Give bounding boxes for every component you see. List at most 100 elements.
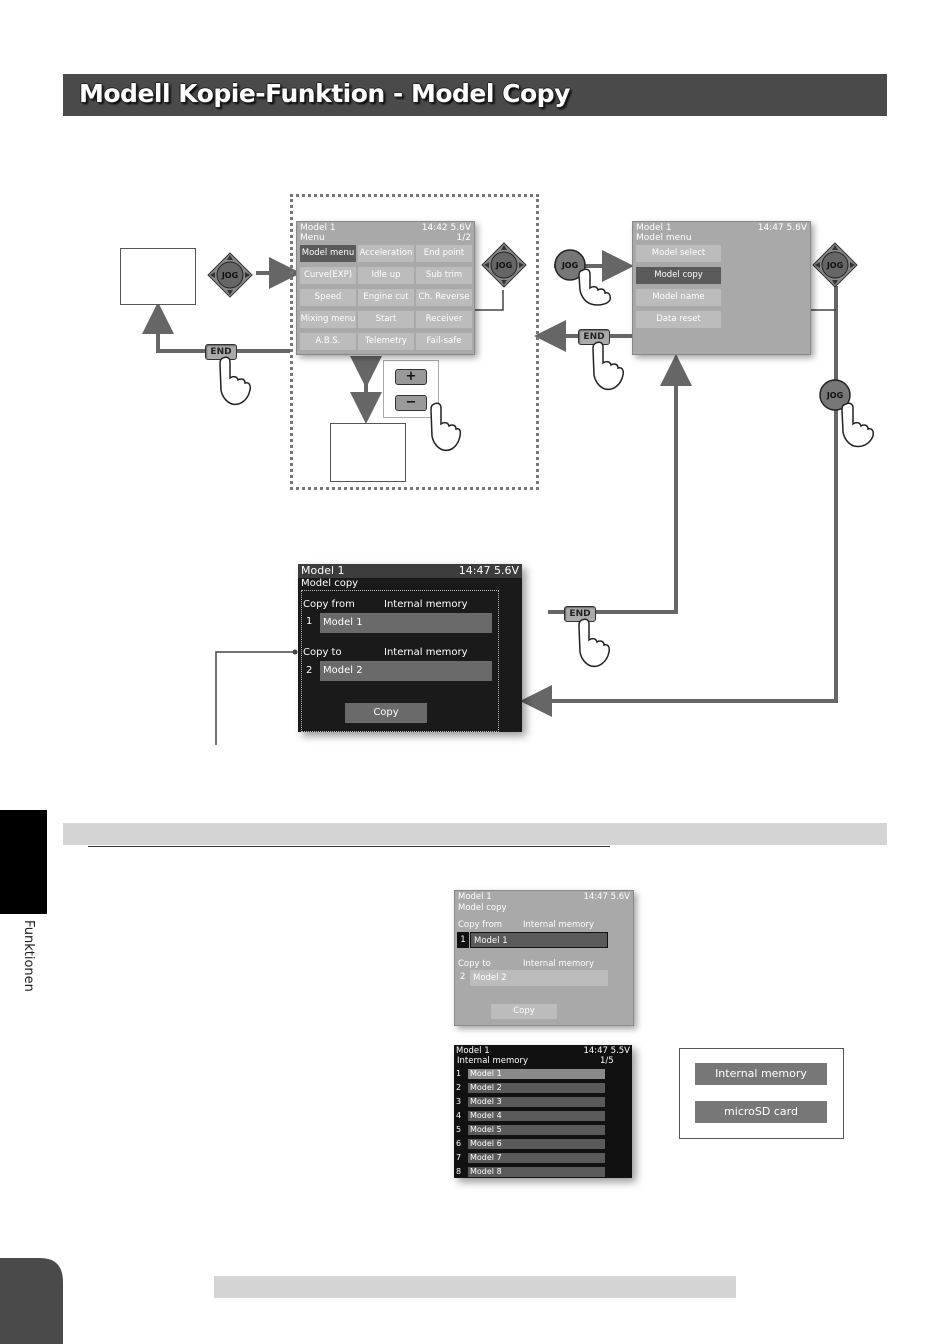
end-press-group[interactable]: END [564,606,614,670]
copy-from-number: 1 [457,932,469,948]
svg-text:JOG: JOG [495,261,512,270]
screen-status: 14:47 5.5V [583,1046,630,1056]
copy-to-label: Copy to [303,647,342,658]
menu-cell[interactable]: A.B.S. [300,333,356,350]
model-menu-screen: Model 1 14:47 5.6V Model menu Model sele… [632,221,811,355]
side-tab [0,810,47,914]
storage-options-box: Internal memory microSD card [679,1048,844,1139]
copy-to-field[interactable]: Model 2 [320,661,492,681]
section-underline [88,846,610,847]
menu-cell[interactable]: Speed [300,289,356,306]
copy-from-label: Copy from [458,920,503,930]
jog-press-icon[interactable]: JOG [818,378,878,452]
jog-dial-icon[interactable]: JOG [481,242,527,288]
memory-row[interactable]: Model 3 [468,1097,605,1107]
screen-model: Model 1 [456,1046,490,1056]
menu-cell[interactable]: Telemetry [358,333,414,350]
model-menu-item[interactable]: Model copy [636,267,721,284]
model-copy-screen: Model 1 14:47 5.6V Model copy Copy from … [298,564,522,732]
internal-memory-option[interactable]: Internal memory [695,1063,827,1085]
screen-status: 14:47 5.6V [583,892,630,902]
jog-press-icon[interactable]: JOG [553,248,623,306]
screen-title: Model menu [636,233,692,243]
memory-row[interactable]: Model 7 [468,1153,605,1163]
end-press-group[interactable]: END [205,344,255,408]
copy-from-memory: Internal memory [384,599,468,610]
menu-cell[interactable]: Engine cut [358,289,414,306]
screen-status: 14:47 5.6V [458,564,519,577]
memory-row[interactable]: Model 2 [468,1083,605,1093]
copy-to-number: 2 [460,972,466,982]
copy-to-number: 2 [306,665,313,676]
model-copy-screen-small: Model 1 14:47 5.6V Model copy Copy from … [454,890,634,1026]
screen-model: Model 1 [301,564,345,577]
copy-from-memory: Internal memory [523,920,594,930]
menu-cell[interactable]: Ch. Reverse [416,289,472,306]
menu-cell[interactable]: Model menu [300,245,356,262]
menu-cell[interactable]: Receiver [416,311,472,328]
section-band [63,823,887,845]
memory-row[interactable]: Model 4 [468,1111,605,1121]
home-screen-box [120,248,196,305]
screen-title: Internal memory [457,1056,528,1066]
menu-cell[interactable]: Idle up [358,267,414,284]
hand-pointer-icon [219,356,251,406]
screen-model: Model 1 [636,223,672,233]
screen-model: Model 1 [458,892,492,902]
copy-from-field[interactable]: Model 1 [470,932,608,948]
menu-group-frame [290,194,539,490]
page-title: Modell Kopie-Funktion - Model Copy [79,79,570,108]
copy-from-number: 1 [306,616,313,627]
memory-row[interactable]: Model 5 [468,1125,605,1135]
screen-title: Model copy [301,578,359,589]
hand-pointer-icon [592,341,624,391]
menu-cell[interactable]: Fail-safe [416,333,472,350]
copy-to-label: Copy to [458,959,491,969]
hand-pointer-icon [578,618,610,668]
side-tab-label: Funktionen [21,920,36,992]
jog-dial-icon[interactable]: JOG [812,242,858,288]
row-number: 3 [456,1097,462,1106]
row-number: 6 [456,1139,462,1148]
microsd-card-option[interactable]: microSD card [695,1101,827,1123]
svg-text:JOG: JOG [221,271,238,280]
row-number: 7 [456,1153,462,1162]
svg-text:JOG: JOG [826,261,843,270]
model-menu-item[interactable]: Model name [636,289,721,306]
menu-cell[interactable]: Start [358,311,414,328]
copy-button[interactable]: Copy [491,1004,557,1019]
menu-cell[interactable]: End point [416,245,472,262]
menu-screen: Model 1 14:42 5.6V Menu 1/2 Model menu A… [296,221,475,355]
screen-page: 1/5 [600,1056,614,1066]
model-menu-item[interactable]: Data reset [636,311,721,328]
screen-page: 1/2 [456,233,471,243]
plus-minus-keys: + − [383,360,439,418]
row-number: 5 [456,1125,462,1134]
copy-to-field[interactable]: Model 2 [470,970,608,986]
jog-dial-icon[interactable]: JOG [207,252,253,298]
memory-row[interactable]: Model 1 [468,1069,605,1079]
menu-cell[interactable]: Curve(EXP) [300,267,356,284]
row-number: 2 [456,1083,462,1092]
menu-cell[interactable]: Sub trim [416,267,472,284]
copy-from-field[interactable]: Model 1 [320,613,492,633]
hand-pointer-icon [430,402,462,452]
screen-title: Menu [300,233,325,243]
menu-cell[interactable]: Mixing menu [300,311,356,328]
minus-key[interactable]: − [395,395,427,411]
screen-status: 14:47 5.6V [757,223,807,233]
row-number: 8 [456,1167,462,1176]
copy-from-label: Copy from [303,599,355,610]
plus-key[interactable]: + [395,369,427,385]
screen-status: 14:42 5.6V [421,223,471,233]
internal-memory-screen: Model 1 14:47 5.5V Internal memory 1/5 1… [454,1045,632,1178]
screen-title: Model copy [458,903,507,913]
end-button[interactable]: END [564,606,596,622]
memory-row[interactable]: Model 6 [468,1139,605,1149]
end-press-group[interactable]: END [578,329,628,393]
svg-text:JOG: JOG [561,261,578,270]
model-menu-item[interactable]: Model select [636,245,721,262]
memory-row[interactable]: Model 8 [468,1167,605,1177]
menu-cell[interactable]: Acceleration [358,245,414,262]
copy-button[interactable]: Copy [345,703,427,723]
